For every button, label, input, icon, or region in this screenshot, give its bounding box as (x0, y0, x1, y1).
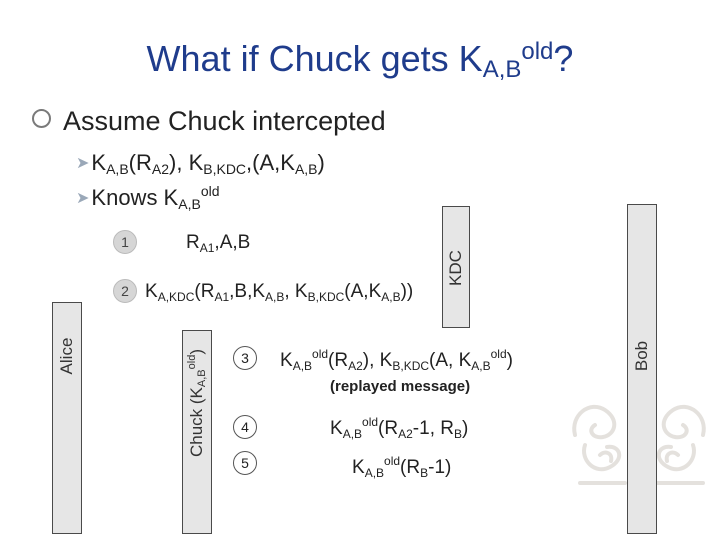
message-text: (R (400, 457, 421, 478)
subscript: A,KDC (157, 290, 195, 304)
step-3-marker: 3 (233, 346, 257, 370)
step-1-marker: 1 (113, 230, 137, 254)
sub-bullet-text: ), K (169, 150, 204, 175)
main-bullet-text: Assume Chuck intercepted (63, 106, 386, 136)
message-text: , K (284, 281, 308, 302)
subscript: A,B (381, 290, 401, 304)
superscript: old (200, 183, 220, 199)
title-prefix: What if Chuck gets K (146, 38, 483, 79)
subscript: A,B (196, 369, 208, 388)
subscript: A,B (471, 359, 491, 373)
arrow-bullet-icon: ➤ (76, 190, 90, 207)
bob-box (627, 204, 657, 534)
subscript: A,B (342, 427, 363, 441)
chuck-label-text: ) (187, 349, 206, 355)
message-text: )) (400, 281, 414, 302)
sub-bullet-text: K (91, 150, 107, 175)
step-5-message: KA,Bold(RB-1) (352, 454, 451, 480)
message-text: (R (328, 350, 349, 371)
message-text: K (352, 457, 365, 478)
message-text: K (280, 350, 293, 371)
message-text: -1, R (412, 418, 454, 439)
step-4-marker: 4 (233, 415, 257, 439)
sub-bullet-2: ➤Knows KA,Bold (76, 183, 220, 212)
superscript: old (312, 347, 329, 361)
chuck-label-text: Chuck (K (187, 387, 206, 458)
step-1-message: RA1,A,B (186, 232, 250, 255)
message-text: K (330, 418, 343, 439)
sub-bullet-text: ,(A,K (246, 150, 295, 175)
sub-bullet-1: ➤KA,B(RA2), KB,KDC,(A,KA,B) (76, 150, 325, 177)
subscript: A2 (151, 161, 170, 177)
chuck-label: Chuck (KA,Bold) (186, 313, 208, 493)
message-text: ,B,K (229, 281, 266, 302)
subscript: B (420, 466, 429, 480)
superscript: old (490, 347, 507, 361)
message-text: (A, K (429, 350, 472, 371)
message-text: ), K (362, 350, 393, 371)
message-text: (A,K (344, 281, 382, 302)
subscript: A2 (398, 427, 413, 441)
title-key-superscript: old (521, 38, 554, 65)
slide-title: What if Chuck gets KA,Bold? (0, 38, 720, 84)
kdc-label: KDC (446, 250, 465, 286)
message-text: ,A,B (214, 232, 251, 253)
dragon-ornament-icon (572, 404, 627, 485)
alice-box (52, 302, 82, 534)
subscript: A,B (265, 290, 285, 304)
alice-label: Alice (57, 337, 76, 375)
title-suffix: ? (553, 38, 574, 79)
message-text: R (186, 232, 200, 253)
step-2-marker: 2 (113, 279, 137, 303)
message-text: (R (378, 418, 399, 439)
step-4-message: KA,Bold(RA2-1, RB) (330, 415, 468, 441)
main-bullet: Assume Chuck intercepted (32, 106, 386, 137)
message-text: (R (194, 281, 215, 302)
subscript: A,B (292, 359, 313, 373)
replayed-message-note: (replayed message) (330, 378, 471, 395)
kdc-box (442, 206, 470, 328)
step-3-message: KA,Bold(RA2), KB,KDC(A, KA,Bold) (280, 347, 513, 373)
circle-bullet-icon (32, 109, 51, 128)
subscript: A,B (364, 466, 385, 480)
subscript: B,KDC (392, 359, 430, 373)
subscript: A1 (214, 290, 230, 304)
step-5-marker: 5 (233, 451, 257, 475)
bob-label: Bob (632, 340, 651, 372)
message-text: -1) (428, 457, 452, 478)
subscript: A,B (106, 161, 129, 177)
sub-bullet-text: Knows K (91, 185, 179, 210)
sub-bullet-text: (R (128, 150, 152, 175)
title-key-subscript: A,B (482, 56, 522, 83)
subscript: A,B (294, 161, 318, 177)
sub-bullet-text: ) (317, 150, 325, 175)
subscript: A2 (348, 359, 363, 373)
step-2-message: KA,KDC(RA1,B,KA,B, KB,KDC(A,KA,B)) (145, 281, 413, 304)
superscript: old (362, 415, 379, 429)
subscript: A1 (199, 241, 215, 255)
dragon-ornament-icon (651, 404, 706, 485)
subscript: A,B (178, 196, 201, 212)
arrow-bullet-icon: ➤ (76, 155, 90, 172)
message-text: ) (506, 350, 513, 371)
superscript: old (384, 454, 401, 468)
superscript: old (186, 354, 198, 370)
subscript: B (453, 427, 462, 441)
subscript: B,KDC (307, 290, 345, 304)
chuck-box (182, 330, 212, 534)
message-text: K (145, 281, 158, 302)
subscript: B,KDC (203, 161, 247, 177)
message-text: ) (462, 418, 469, 439)
